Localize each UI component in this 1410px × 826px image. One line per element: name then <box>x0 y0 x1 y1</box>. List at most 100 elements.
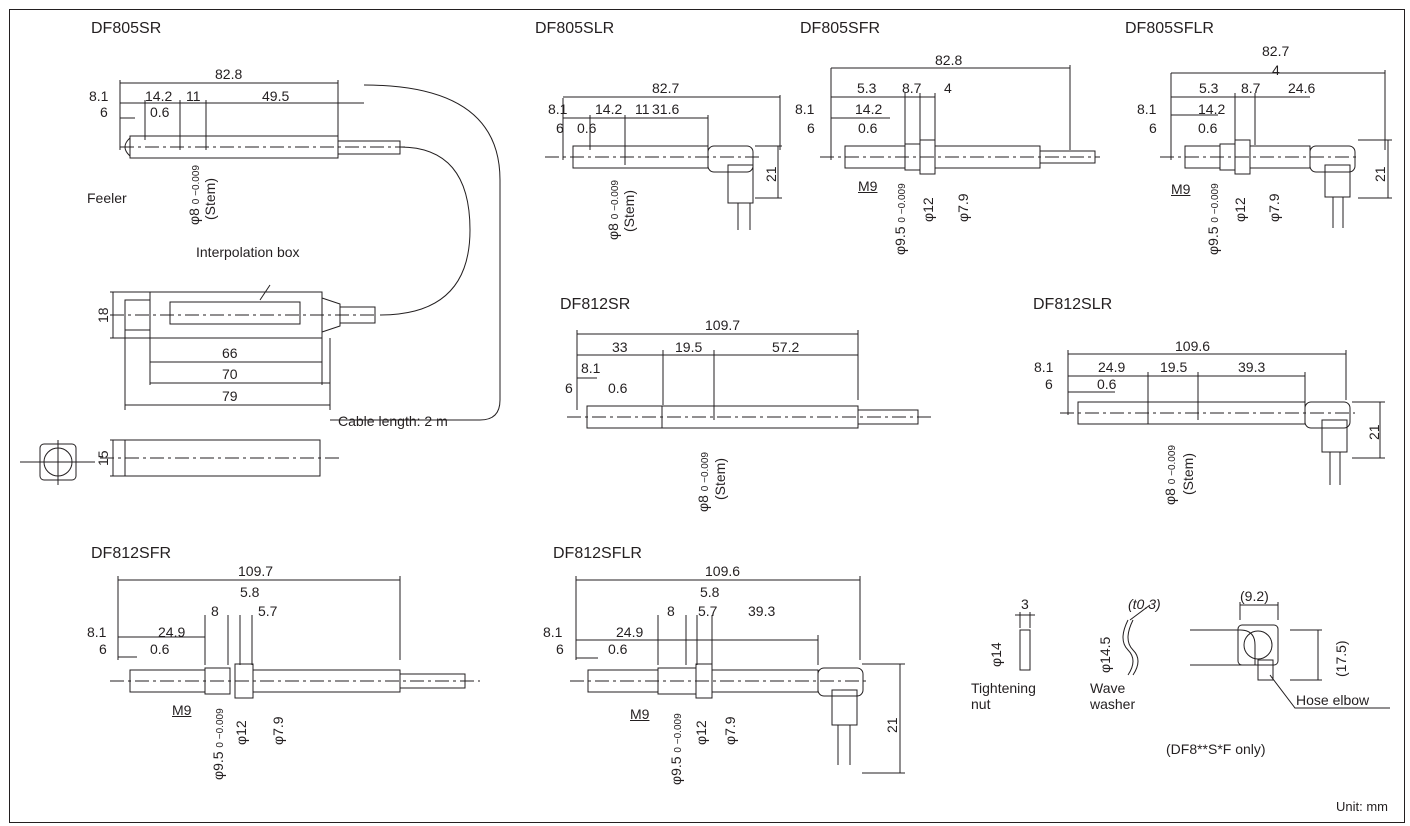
dim-0-6: 0.6 <box>608 641 628 657</box>
dim-8-7: 8.7 <box>1241 80 1261 96</box>
dim-24-9: 24.9 <box>158 624 186 640</box>
dim-6: 6 <box>565 380 573 396</box>
dim-109-6: 109.6 <box>705 563 741 579</box>
dim-19-5: 19.5 <box>1160 359 1188 375</box>
title-df812sflr: DF812SFLR <box>553 545 642 562</box>
dim-11: 11 <box>186 88 201 104</box>
m9-label: M9 <box>1171 181 1191 197</box>
phi12-label: φ12 <box>920 197 936 222</box>
dim-66: 66 <box>222 345 238 361</box>
dim-8-1: 8.1 <box>543 624 563 640</box>
dim-6: 6 <box>1149 120 1157 136</box>
dim-6: 6 <box>556 120 564 136</box>
dim-8: 8 <box>211 603 219 619</box>
dim-8-1: 8.1 <box>581 360 601 376</box>
dim-6: 6 <box>1045 376 1053 392</box>
phi8-label: φ8 0 −0.009 <box>605 180 621 240</box>
title-df805slr: DF805SLR <box>535 20 615 37</box>
dim-17-5: (17.5) <box>1333 640 1349 677</box>
phi7-9-label: φ7.9 <box>722 716 738 745</box>
dim-21: 21 <box>1372 166 1388 182</box>
dim-8-7: 8.7 <box>902 80 922 96</box>
dim-14-2: 14.2 <box>1198 101 1226 117</box>
dim-4: 4 <box>1272 62 1280 78</box>
title-df805sfr: DF805SFR <box>800 20 881 37</box>
phi8-label: φ8 0 −0.009 <box>186 165 202 225</box>
dim-0-6: 0.6 <box>150 641 170 657</box>
dim-24-6: 24.6 <box>1288 80 1316 96</box>
m9-label: M9 <box>172 702 192 718</box>
dim-6: 6 <box>556 641 564 657</box>
phi12-label: φ12 <box>693 720 709 745</box>
dim-109-7: 109.7 <box>238 563 274 579</box>
dim-8: 8 <box>667 603 675 619</box>
cable-length-label: Cable length: 2 m <box>338 413 448 429</box>
dim-39-3: 39.3 <box>1238 359 1266 375</box>
dim-31-6: 31.6 <box>652 101 680 117</box>
feeler-label: Feeler <box>87 190 127 206</box>
phi12-label: φ12 <box>1232 197 1248 222</box>
phi9-5-label: φ9.5 0 −0.009 <box>668 713 684 785</box>
phi14-label: φ14 <box>988 642 1004 667</box>
dim-6: 6 <box>100 104 108 120</box>
stem-label: (Stem) <box>712 458 728 500</box>
dim-8-1: 8.1 <box>89 88 109 104</box>
dim-5-8: 5.8 <box>240 584 260 600</box>
dim-82-8: 82.8 <box>935 52 963 68</box>
dim-8-1: 8.1 <box>1034 359 1054 375</box>
dim-14-2: 14.2 <box>145 88 173 104</box>
phi7-9-label: φ7.9 <box>270 716 286 745</box>
m9-label: M9 <box>630 706 650 722</box>
dim-49-5: 49.5 <box>262 88 290 104</box>
m9-label: M9 <box>858 178 878 194</box>
dim-18: 18 <box>95 307 111 323</box>
dim-4: 4 <box>944 80 952 96</box>
dim-14-2: 14.2 <box>855 101 883 117</box>
dim-5-3: 5.3 <box>857 80 877 96</box>
dim-79: 79 <box>222 388 238 404</box>
phi9-5-label: φ9.5 0 −0.009 <box>1205 183 1221 255</box>
dim-21: 21 <box>763 166 779 182</box>
phi8-label: φ8 0 −0.009 <box>1162 445 1178 505</box>
dim-6: 6 <box>807 120 815 136</box>
dim-0-6: 0.6 <box>858 120 878 136</box>
dim-82-8: 82.8 <box>215 66 243 82</box>
title-df812sr: DF812SR <box>560 296 631 313</box>
dim-82-7: 82.7 <box>652 80 680 96</box>
phi14-5-label: φ14.5 <box>1097 636 1113 673</box>
dim-8-1: 8.1 <box>548 101 568 117</box>
title-df812sfr: DF812SFR <box>91 545 172 562</box>
dim-11: 11 <box>635 101 650 117</box>
dim-109-7: 109.7 <box>705 317 741 333</box>
phi9-5-label: φ9.5 0 −0.009 <box>892 183 908 255</box>
dim-5-7: 5.7 <box>698 603 718 619</box>
dim-9-2: (9.2) <box>1240 588 1269 604</box>
dim-14-2: 14.2 <box>595 101 623 117</box>
unit-label: Unit: mm <box>1336 799 1388 814</box>
tightening-nut-label: Tightening nut <box>971 680 1036 712</box>
df8-note: (DF8**S*F only) <box>1166 741 1266 757</box>
phi12-label: φ12 <box>233 720 249 745</box>
dim-0-6: 0.6 <box>150 104 170 120</box>
hose-elbow-label: Hose elbow <box>1296 692 1370 708</box>
title-df812slr: DF812SLR <box>1033 296 1113 313</box>
dim-109-6: 109.6 <box>1175 338 1211 354</box>
dim-8-1: 8.1 <box>795 101 815 117</box>
dim-57-2: 57.2 <box>772 339 800 355</box>
dim-21: 21 <box>1366 424 1382 440</box>
dim-0-6: 0.6 <box>608 380 628 396</box>
phi8-label: φ8 0 −0.009 <box>695 452 711 512</box>
title-df805sr: DF805SR <box>91 20 162 37</box>
phi7-9-label: φ7.9 <box>955 193 971 222</box>
dim-5-8: 5.8 <box>700 584 720 600</box>
stem-label: (Stem) <box>1180 453 1196 495</box>
drawing-frame <box>9 9 1405 823</box>
dim-15: 15 <box>95 450 111 466</box>
stem-label: (Stem) <box>621 190 637 232</box>
interpolation-box-label: Interpolation box <box>196 244 300 260</box>
dim-0-6: 0.6 <box>577 120 597 136</box>
dim-6: 6 <box>99 641 107 657</box>
stem-label: (Stem) <box>202 178 218 220</box>
title-df805sflr: DF805SFLR <box>1125 20 1214 37</box>
